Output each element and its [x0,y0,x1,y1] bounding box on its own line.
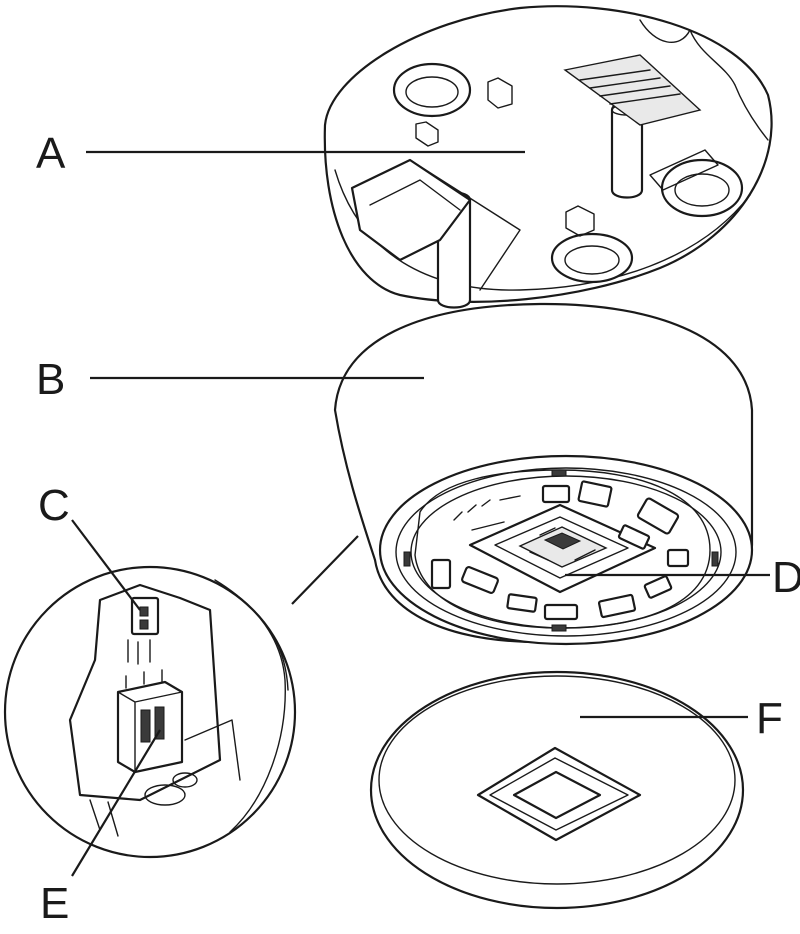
leader-C [71,519,141,611]
callout-label-a: A [36,129,66,178]
callout-label-b: B [36,355,65,404]
callout-label-f: F [756,694,783,743]
detector-cover [369,670,745,910]
mounting-base-plate [323,5,773,309]
callout-labels: A B C D E F [36,129,800,928]
callout-label-e: E [40,879,69,928]
detector-housing [333,302,754,646]
leader-E [71,729,161,877]
terminal-detail-magnifier [3,535,359,859]
callout-label-c: C [38,481,70,530]
callout-leaders [71,150,770,877]
callout-label-d: D [772,553,800,602]
